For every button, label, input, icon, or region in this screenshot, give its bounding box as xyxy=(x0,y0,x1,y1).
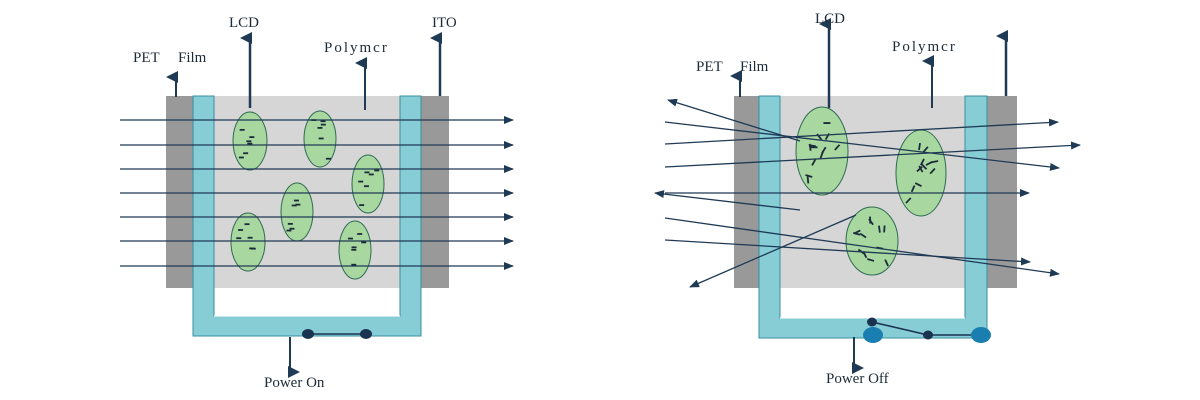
switch-contact xyxy=(867,317,877,327)
lc-molecule xyxy=(919,158,925,166)
lc-molecule xyxy=(811,158,817,166)
lc-molecule xyxy=(910,185,916,193)
polymer-label: Polymcr xyxy=(892,39,957,55)
lcd-label: LCD xyxy=(229,15,259,31)
terminal-left xyxy=(863,327,883,343)
droplets xyxy=(230,110,385,280)
lc-molecule xyxy=(834,144,841,151)
terminal-right xyxy=(971,327,991,343)
lc-molecule xyxy=(821,146,827,154)
power-on-diagram: PET Film LCD Polymcr ITO Power On xyxy=(120,15,514,391)
light-ray xyxy=(664,118,1059,145)
pet-label: PET xyxy=(696,59,723,75)
pet-film-right xyxy=(987,96,1017,288)
film-label: Film xyxy=(740,59,769,75)
light-ray xyxy=(664,217,1060,277)
droplet xyxy=(895,129,947,217)
lc-molecule xyxy=(914,182,922,188)
lc-molecule xyxy=(805,174,813,178)
lc-molecule xyxy=(916,166,923,173)
ito-electrode xyxy=(758,95,988,339)
light-rays xyxy=(120,116,514,270)
lc-molecule xyxy=(867,258,875,262)
light-ray xyxy=(664,239,1031,266)
switch-contact xyxy=(923,330,933,340)
droplet xyxy=(351,154,385,214)
droplets xyxy=(795,106,947,276)
film-label: Film xyxy=(178,50,207,66)
droplet xyxy=(280,182,314,242)
lc-molecule xyxy=(884,259,889,267)
pet-film-left xyxy=(734,96,759,288)
lc-molecule xyxy=(868,218,874,226)
power-off-diagram: PET Film LCD Polymcr Power Off xyxy=(654,11,1081,387)
lc-molecule xyxy=(921,163,928,170)
lc-molecule xyxy=(859,232,867,239)
switch-lever xyxy=(871,321,929,336)
lc-molecule xyxy=(931,160,939,164)
droplet xyxy=(845,206,899,276)
light-ray xyxy=(689,214,857,288)
power-on-label: Power On xyxy=(264,375,325,391)
lc-molecule xyxy=(905,197,912,204)
lc-molecule xyxy=(883,225,886,233)
pet-film-left xyxy=(166,96,193,288)
light-ray xyxy=(654,190,801,211)
light-rays xyxy=(654,98,1081,288)
power-off-label: Power Off xyxy=(826,371,889,387)
pet-label: PET xyxy=(133,50,160,66)
droplet xyxy=(230,212,266,272)
light-ray xyxy=(664,121,1060,171)
light-ray xyxy=(667,98,801,142)
ito-label: ITO xyxy=(432,15,457,31)
lc-molecule xyxy=(806,176,810,184)
lc-molecule xyxy=(878,225,881,233)
lc-molecule xyxy=(853,232,861,236)
lc-molecule xyxy=(922,146,929,153)
switch-contact xyxy=(302,329,314,339)
lc-molecule xyxy=(918,142,921,151)
droplet xyxy=(795,106,849,196)
switch-contact xyxy=(360,329,372,339)
pet-film-right xyxy=(421,96,449,288)
light-ray xyxy=(664,141,1081,168)
lc-molecule xyxy=(929,167,936,175)
lc-molecule xyxy=(808,144,816,148)
polymer-label: Polymcr xyxy=(324,40,389,56)
lcd-label: LCD xyxy=(815,11,845,27)
